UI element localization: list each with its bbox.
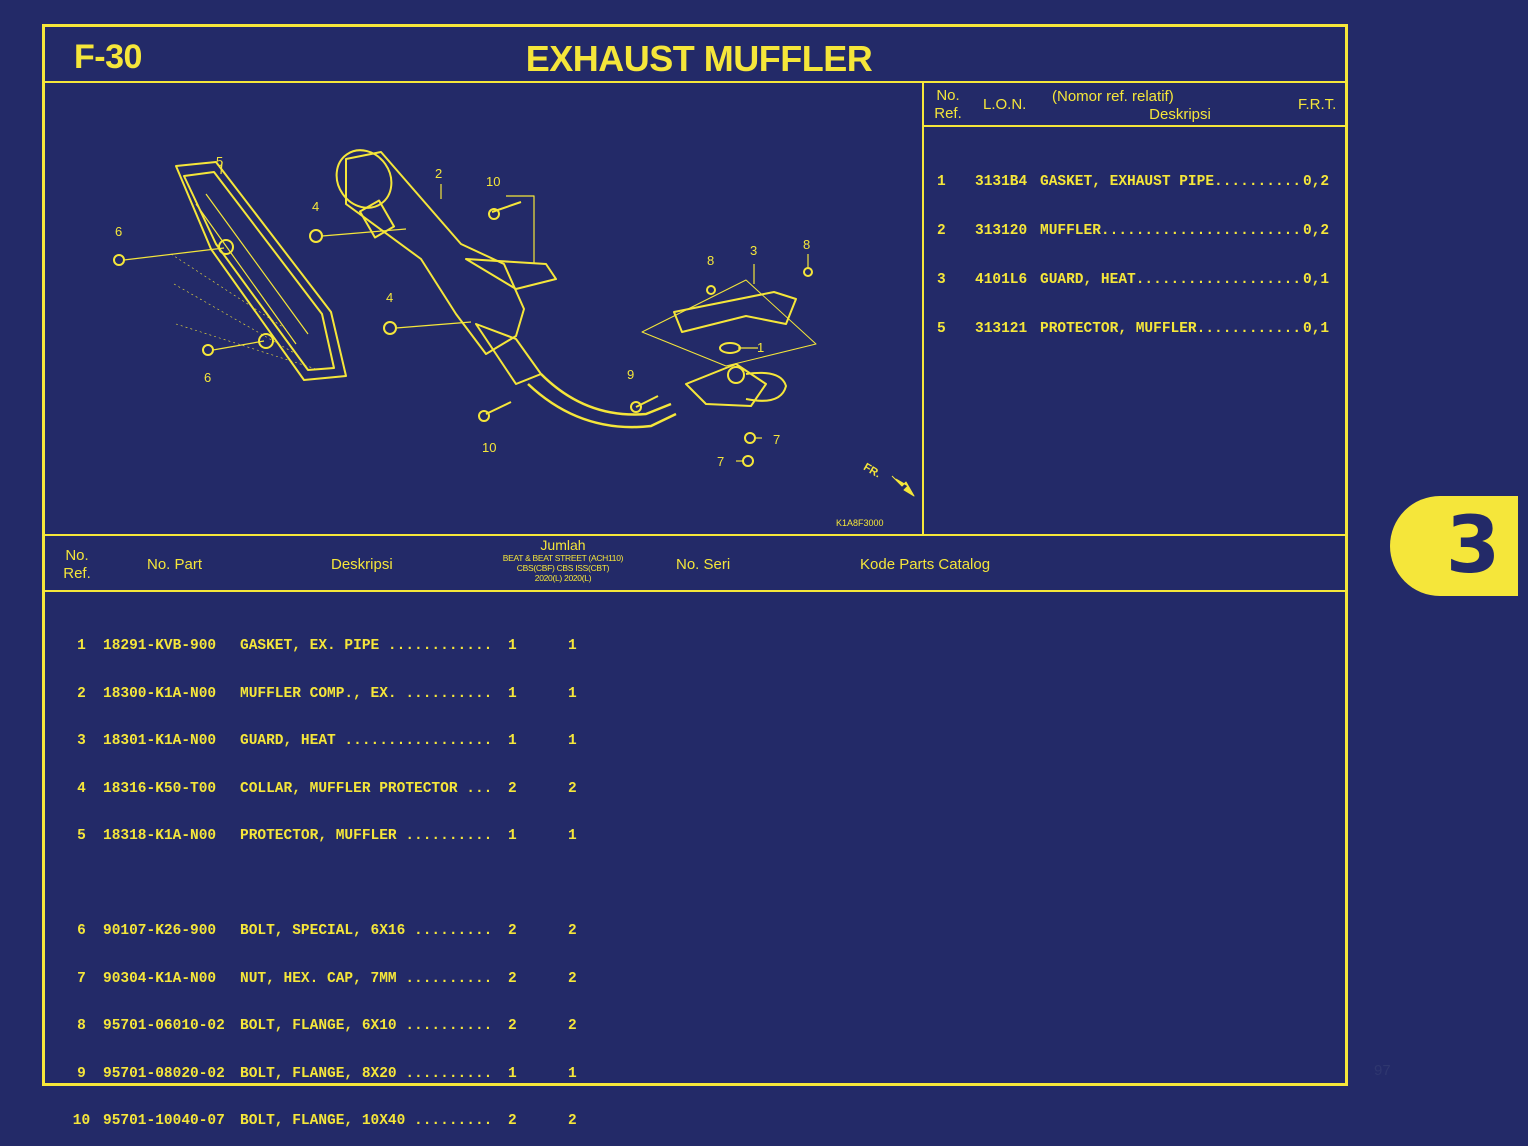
table-row: 2 313120 MUFFLER....................... … (937, 223, 1330, 239)
parts-col-catalog: Kode Parts Catalog (860, 556, 991, 573)
table-row: 9 95701-08020-02 BOLT, FLANGE, 8X20 ....… (77, 1065, 577, 1082)
callout-4: 4 (312, 199, 319, 214)
callout-2: 2 (435, 166, 442, 181)
callout-3: 3 (750, 243, 757, 258)
muffler-body (335, 149, 677, 429)
parts-col-desc: Deskripsi (331, 556, 393, 573)
heat-guard (641, 279, 817, 407)
callout-9: 9 (627, 367, 634, 382)
table-row: 1 18291-KVB-900 GASKET, EX. PIPE .......… (77, 638, 577, 654)
table-row: 4 18316-K50-T00 COLLAR, MUFFLER PROTECTO… (77, 780, 577, 797)
frt-col-ref: No.Ref. (934, 87, 962, 122)
table-row: 6 90107-K26-900 BOLT, SPECIAL, 6X16 ....… (77, 922, 577, 939)
frt-col-lon: L.O.N. (983, 96, 1027, 113)
parts-table: 1 18291-KVB-900 GASKET, EX. PIPE .......… (60, 607, 577, 1146)
callout-1: 1 (757, 340, 764, 355)
frt-col-frt: F.R.T. (1298, 96, 1337, 113)
page-number: 97 (1374, 1062, 1391, 1079)
parts-header-bottom (44, 590, 1347, 592)
callout-8: 8 (803, 237, 810, 252)
callout-labels: 5 4 6 4 6 2 10 10 8 3 8 1 9 7 7 FR. K1A8… (115, 154, 884, 528)
front-label: FR. (861, 461, 882, 480)
callout-7: 7 (717, 454, 724, 469)
leader-lines (123, 161, 809, 462)
parts-col-serial: No. Seri (676, 556, 731, 573)
callout-8: 8 (707, 253, 714, 268)
diagram-code: K1A8F3000 (836, 518, 884, 528)
callout-6: 6 (204, 370, 211, 385)
exploded-view-diagram: 5 4 6 4 6 2 10 10 8 3 8 1 9 7 7 FR. K1A8… (113, 149, 915, 528)
table-row: 5 18318-K1A-N00 PROTECTOR, MUFFLER .....… (77, 828, 577, 845)
section-tab[interactable] (1390, 496, 1518, 596)
muffler-protector (170, 161, 347, 381)
page-title: EXHAUST MUFFLER (525, 38, 873, 79)
callout-4: 4 (386, 290, 393, 305)
frt-header-divider (924, 125, 1347, 127)
table-row: 3 4101L6 GUARD, HEAT................... … (937, 272, 1330, 288)
page-frame (42, 24, 1348, 1086)
table-row: 3 18301-K1A-N00 GUARD, HEAT ............… (77, 733, 577, 750)
callout-10: 10 (486, 174, 500, 189)
frt-col-desc: (Nomor ref. relatif) Deskripsi (1052, 88, 1211, 123)
fasteners (113, 201, 813, 467)
table-row: 2 18300-K1A-N00 MUFFLER COMP., EX. .....… (77, 685, 577, 702)
callout-10: 10 (482, 440, 496, 455)
diagram-divider (922, 83, 924, 535)
callout-6: 6 (115, 224, 122, 239)
table-row: 10 95701-10040-07 BOLT, FLANGE, 10X40 ..… (72, 1113, 577, 1130)
section-tab-number: 3 (1445, 501, 1501, 591)
frt-table: 1 3131B4 GASKET, EXHAUST PIPE.......... … (937, 142, 1329, 354)
front-arrow (891, 475, 915, 497)
parts-col-qty: Jumlah BEAT & BEAT STREET (ACH110) CBS(C… (502, 537, 624, 583)
parts-col-ref: No.Ref. (63, 547, 91, 582)
parts-col-part: No. Part (147, 556, 203, 573)
title-divider (44, 81, 1347, 83)
table-row: 7 90304-K1A-N00 NUT, HEX. CAP, 7MM .....… (77, 970, 577, 987)
table-row: 1 3131B4 GASKET, EXHAUST PIPE.......... … (937, 174, 1330, 190)
callout-5: 5 (216, 154, 223, 169)
section-code: F-30 (74, 38, 142, 76)
table-row: 8 95701-06010-02 BOLT, FLANGE, 6X10 ....… (77, 1018, 577, 1035)
callout-7: 7 (773, 432, 780, 447)
parts-header-top (44, 534, 1347, 536)
table-row: 5 313121 PROTECTOR, MUFFLER............ … (937, 321, 1330, 337)
